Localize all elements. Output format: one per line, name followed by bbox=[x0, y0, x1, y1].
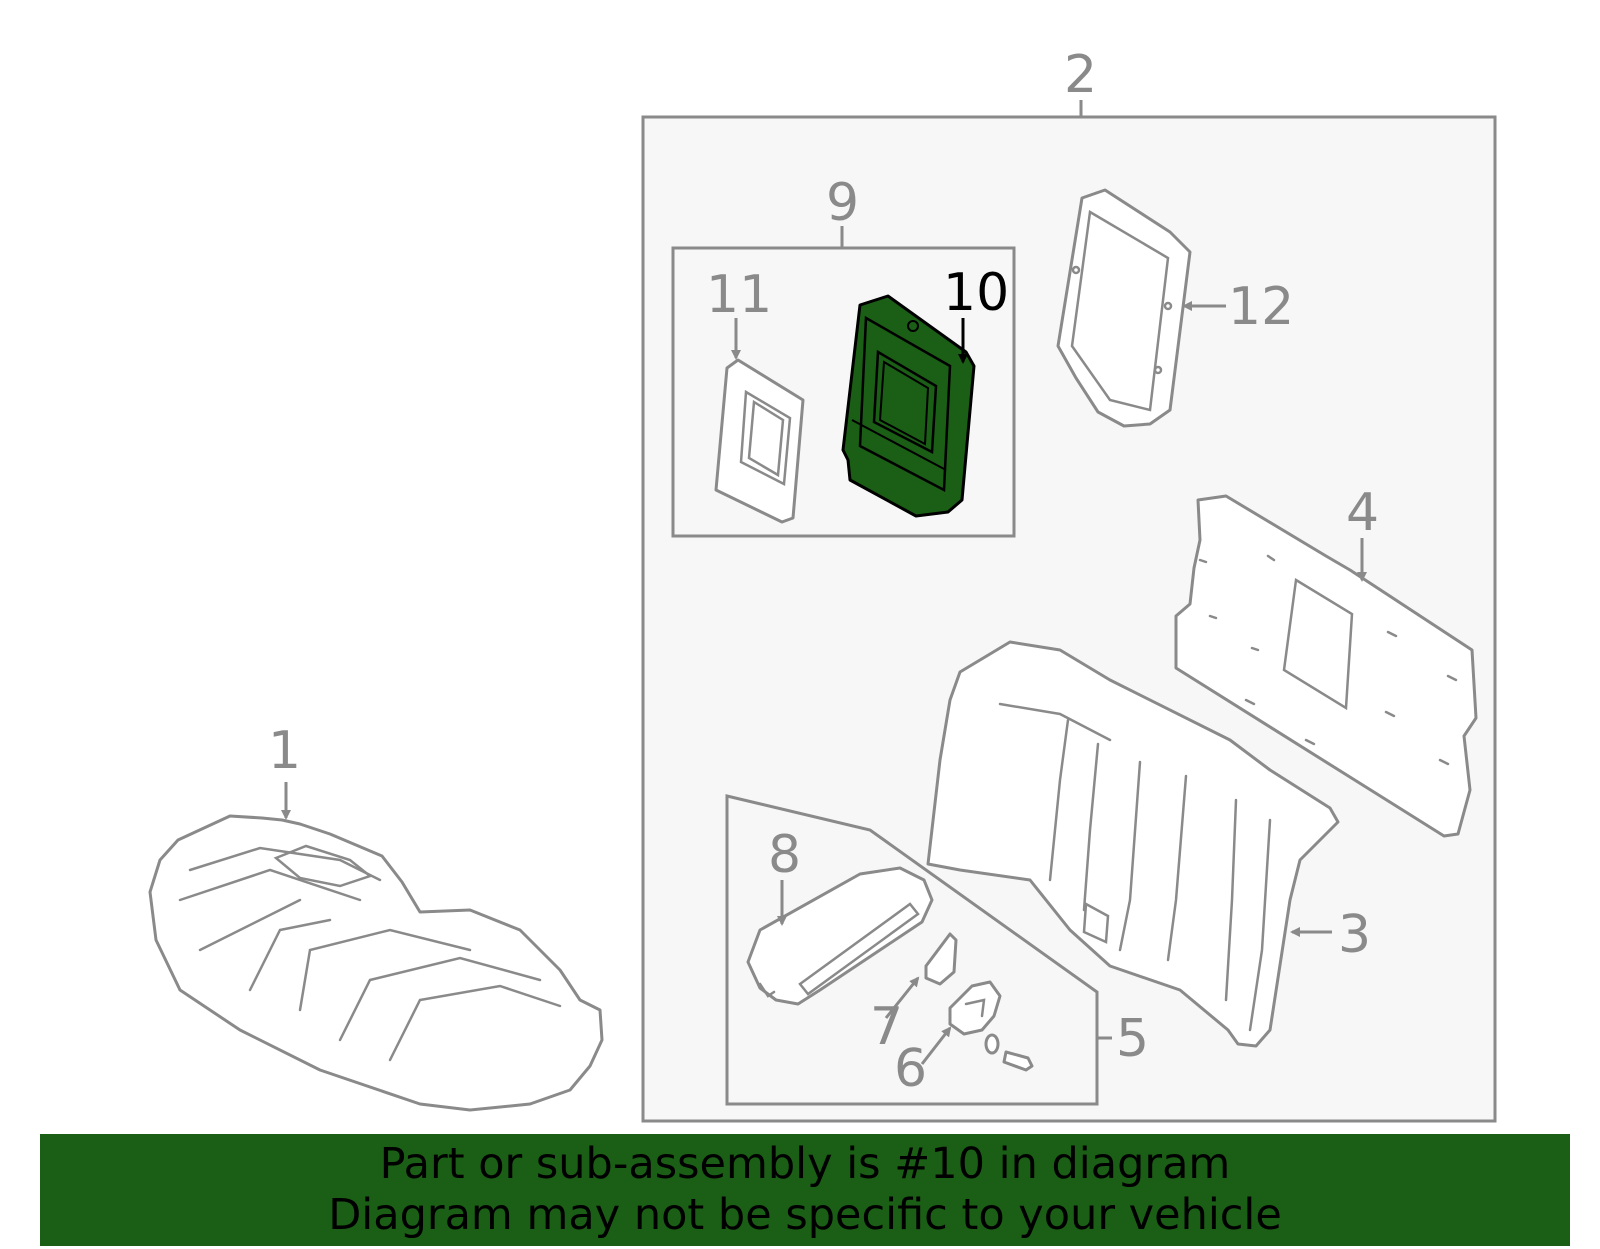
callout-6[interactable]: 6 bbox=[894, 1039, 927, 1099]
banner-line-2: Diagram may not be specific to your vehi… bbox=[328, 1190, 1282, 1240]
callout-3[interactable]: 3 bbox=[1338, 905, 1371, 965]
part-10-seat-back-frame[interactable]: 10 bbox=[841, 263, 1009, 518]
part-8-armrest[interactable]: 8 bbox=[746, 825, 934, 1006]
callout-4[interactable]: 4 bbox=[1346, 483, 1379, 543]
part-11-latch-cover[interactable]: 11 bbox=[706, 265, 805, 524]
callout-10[interactable]: 10 bbox=[943, 263, 1009, 323]
callout-7[interactable]: 7 bbox=[870, 997, 903, 1057]
part-3-seat-back-cushion[interactable]: 3 bbox=[926, 640, 1371, 1048]
callout-1[interactable]: 1 bbox=[268, 721, 301, 781]
callout-5[interactable]: 5 bbox=[1116, 1009, 1149, 1069]
callout-9[interactable]: 9 bbox=[826, 173, 859, 233]
part-12-back-pad[interactable]: 12 bbox=[1056, 188, 1294, 428]
callout-8[interactable]: 8 bbox=[768, 825, 801, 885]
callout-12[interactable]: 12 bbox=[1228, 277, 1294, 337]
banner-line-1: Part or sub-assembly is #10 in diagram bbox=[379, 1139, 1231, 1189]
part-1-seat-cushion[interactable]: 1 bbox=[148, 721, 604, 1112]
part-4-rear-panel[interactable]: 4 bbox=[1174, 483, 1478, 838]
sub-assembly-frame-5 bbox=[725, 794, 1099, 1106]
part-6-latch[interactable]: 6 bbox=[894, 980, 1034, 1099]
callout-2[interactable]: 2 bbox=[1064, 45, 1097, 105]
info-banner: Part or sub-assembly is #10 in diagram D… bbox=[40, 1134, 1570, 1246]
part-7-bracket[interactable]: 7 bbox=[870, 932, 958, 1057]
callout-11[interactable]: 11 bbox=[706, 265, 772, 325]
sub-assembly-5-group: 5 bbox=[725, 794, 1149, 1106]
